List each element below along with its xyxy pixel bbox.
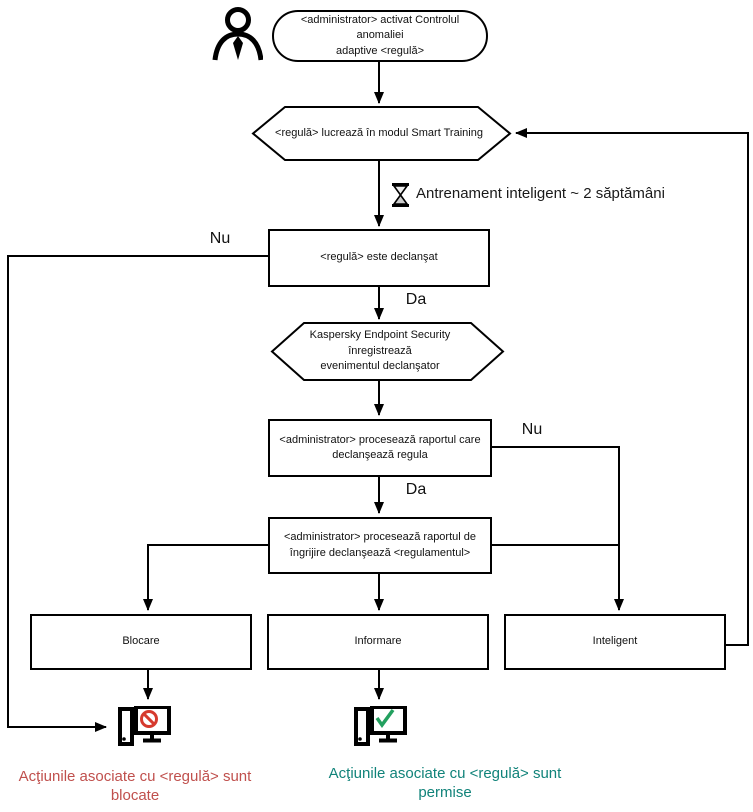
node-rule-triggered: <regulă> este declanşat [268,229,490,287]
node-blocare: Blocare [30,614,252,670]
edge-report-no-to-inteligent [492,446,624,611]
node-informare: Informare [267,614,489,670]
label-no-left: Nu [209,230,231,247]
computer-check-icon [354,706,407,746]
hourglass-icon [392,183,409,207]
edge-care-to-blocare [143,544,268,611]
outcome-blocked-text: Acţiunile asociate cu <regulă> sunt bloc… [18,768,252,804]
label-yes-after-trigger: Da [405,291,427,308]
label-yes-after-report: Da [405,481,427,498]
node-start: <administrator> activat Controlul anomal… [272,10,488,62]
node-inteligent: Inteligent [504,614,726,670]
node-admin-care-report: <administrator> procesează raportul de î… [268,517,492,574]
label-no-right: Nu [521,421,543,438]
node-kes-registers: Kaspersky Endpoint Security înregistreaz… [309,329,451,373]
user-icon [212,7,263,61]
edge-trigger-no-to-blocked [7,255,268,732]
training-duration-note: Antrenament inteligent ~ 2 săptămâni [416,185,665,202]
computer-blocked-icon [118,706,171,746]
edge-inteligent-loop-to-training [515,128,749,646]
node-admin-report: <administrator> procesează raportul care… [268,419,492,477]
node-smart-training: <regulă> lucrează în modul Smart Trainin… [275,126,483,139]
outcome-allowed-text: Acţiunile asociate cu <regulă> sunt perm… [328,765,562,801]
hexagon-smart-training [251,106,512,161]
hexagon-kes-registers [270,322,505,381]
